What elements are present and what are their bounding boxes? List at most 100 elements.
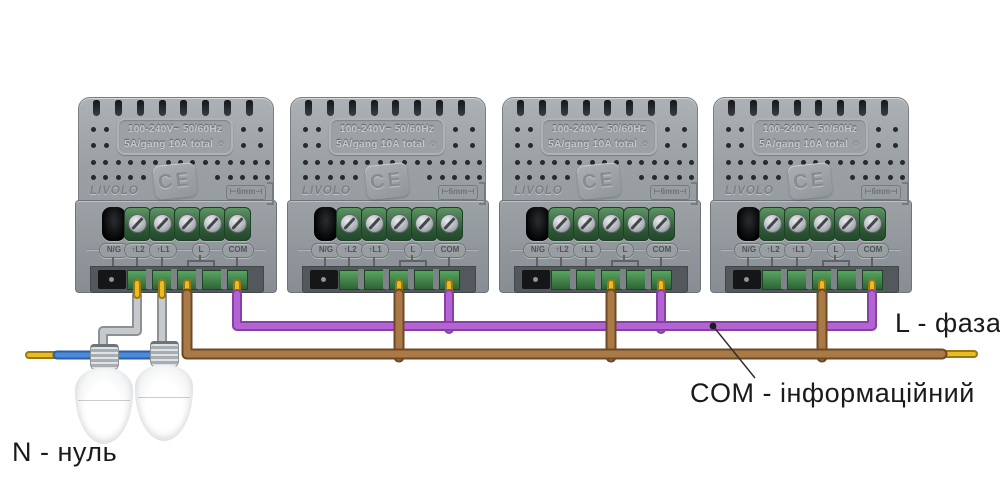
bulb-screw-base [89,344,119,371]
terminal-ng-hole [526,207,550,241]
l-terminal-stem [411,255,413,261]
terminal-screw-l2 [124,207,151,241]
terminal-tick [747,257,749,267]
rating-plate: 100-240V~ 50/60Hz 5A/gang 10A total ☼ [329,118,445,155]
terminal-screw-l-b [199,207,226,241]
terminal-screw-l-b [411,207,438,241]
green-terminal-block [364,270,385,290]
terminal-screw-l-a [174,207,201,241]
switch-module-3: 100-240V~ 50/60Hz 5A/gang 10A total ☼ LI… [499,92,701,294]
ce-mark: CE [364,161,410,201]
terminal-tick [236,257,238,267]
wire-gauge-label: ⊢6mm⊣ [438,185,478,200]
rating-plate: 100-240V~ 50/60Hz 5A/gang 10A total ☼ [117,118,233,155]
bulb-glass [75,368,133,444]
ce-mark: CE [576,161,622,201]
terminal-label-l1: ↑L1 [361,243,389,258]
livolo-logo: LIVOLO [514,185,563,197]
mounting-slots [728,100,888,116]
terminal-tick [136,257,138,267]
terminal-label-l1: ↑L1 [149,243,177,258]
terminal-label-com: COM [222,243,254,258]
terminal-divider [595,269,601,289]
terminal-tick [161,257,163,267]
terminal-screw-l1 [573,207,600,241]
l-terminal-bracket [187,260,215,269]
switch-module-1: 100-240V~ 50/60Hz 5A/gang 10A total ☼ LI… [75,92,277,294]
rating-line2: 5A/gang 10A total ☼ [124,138,226,150]
terminal-label-com: COM [646,243,678,258]
ng-terminal-block [733,270,761,289]
green-terminal-block [202,270,223,290]
terminal-label-l: L [827,243,845,258]
terminal-screw-l-a [386,207,413,241]
terminal-ng-hole [102,207,126,241]
mounting-slots [93,100,253,116]
terminal-label-com: COM [434,243,466,258]
green-terminal-block [389,270,410,290]
switch-module-4: 100-240V~ 50/60Hz 5A/gang 10A total ☼ LI… [710,92,912,294]
green-terminal-block [651,270,672,290]
ng-terminal-block [310,270,338,289]
ng-terminal-block [522,270,550,289]
rating-line2: 5A/gang 10A total ☼ [759,138,861,150]
terminal-label-l2: ↑L2 [759,243,787,258]
terminal-tick [324,257,326,267]
terminal-label-ng: N/G [734,243,764,258]
green-terminal-block [551,270,572,290]
ng-terminal-block [98,270,126,289]
terminal-divider [781,269,787,289]
terminal-divider [383,269,389,289]
green-terminal-block [414,270,435,290]
rating-line1: 100-240V~ 50/60Hz [127,124,223,135]
livolo-logo: LIVOLO [725,185,774,197]
terminal-tick [348,257,350,267]
wire-gauge-bracket [267,182,274,205]
green-terminal-block [339,270,360,290]
terminal-screw-l1 [149,207,176,241]
terminal-screw-l1 [784,207,811,241]
terminal-label-l1: ↑L1 [784,243,812,258]
terminal-divider [806,269,812,289]
brightness-icon: ☼ [428,138,438,150]
ce-mark: CE [152,161,198,201]
terminal-divider [620,269,626,289]
terminal-screw-l-b [623,207,650,241]
rating-line2: 5A/gang 10A total ☼ [548,138,650,150]
green-terminal-block [576,270,597,290]
terminal-divider [831,269,837,289]
brightness-icon: ☼ [216,138,226,150]
terminal-screw-l-a [809,207,836,241]
terminal-label-l2: ↑L2 [336,243,364,258]
l-terminal-stem [834,255,836,261]
livolo-logo: LIVOLO [302,185,351,197]
wire-gauge-bracket [902,182,909,205]
terminal-label-l: L [616,243,634,258]
terminal-screw-l2 [759,207,786,241]
green-terminal-block [812,270,833,290]
terminal-label-l: L [404,243,422,258]
switch-module-2: 100-240V~ 50/60Hz 5A/gang 10A total ☼ LI… [287,92,489,294]
terminal-divider [221,269,227,289]
brightness-icon: ☼ [640,138,650,150]
terminal-divider [408,269,414,289]
terminal-tick [796,257,798,267]
terminal-label-l2: ↑L2 [124,243,152,258]
terminal-divider [146,269,152,289]
green-terminal-block [601,270,622,290]
terminal-label-l1: ↑L1 [573,243,601,258]
terminal-divider [171,269,177,289]
terminal-tick [660,257,662,267]
terminal-label-com: COM [857,243,889,258]
rating-plate: 100-240V~ 50/60Hz 5A/gang 10A total ☼ [541,118,657,155]
terminal-screw-com [224,207,251,241]
brightness-icon: ☼ [851,138,861,150]
green-terminal-block [127,270,148,290]
l-terminal-bracket [611,260,639,269]
terminal-divider [570,269,576,289]
terminal-screw-l2 [548,207,575,241]
neutral-label: N - нуль [12,437,118,467]
green-terminal-block [177,270,198,290]
terminal-divider [645,269,651,289]
